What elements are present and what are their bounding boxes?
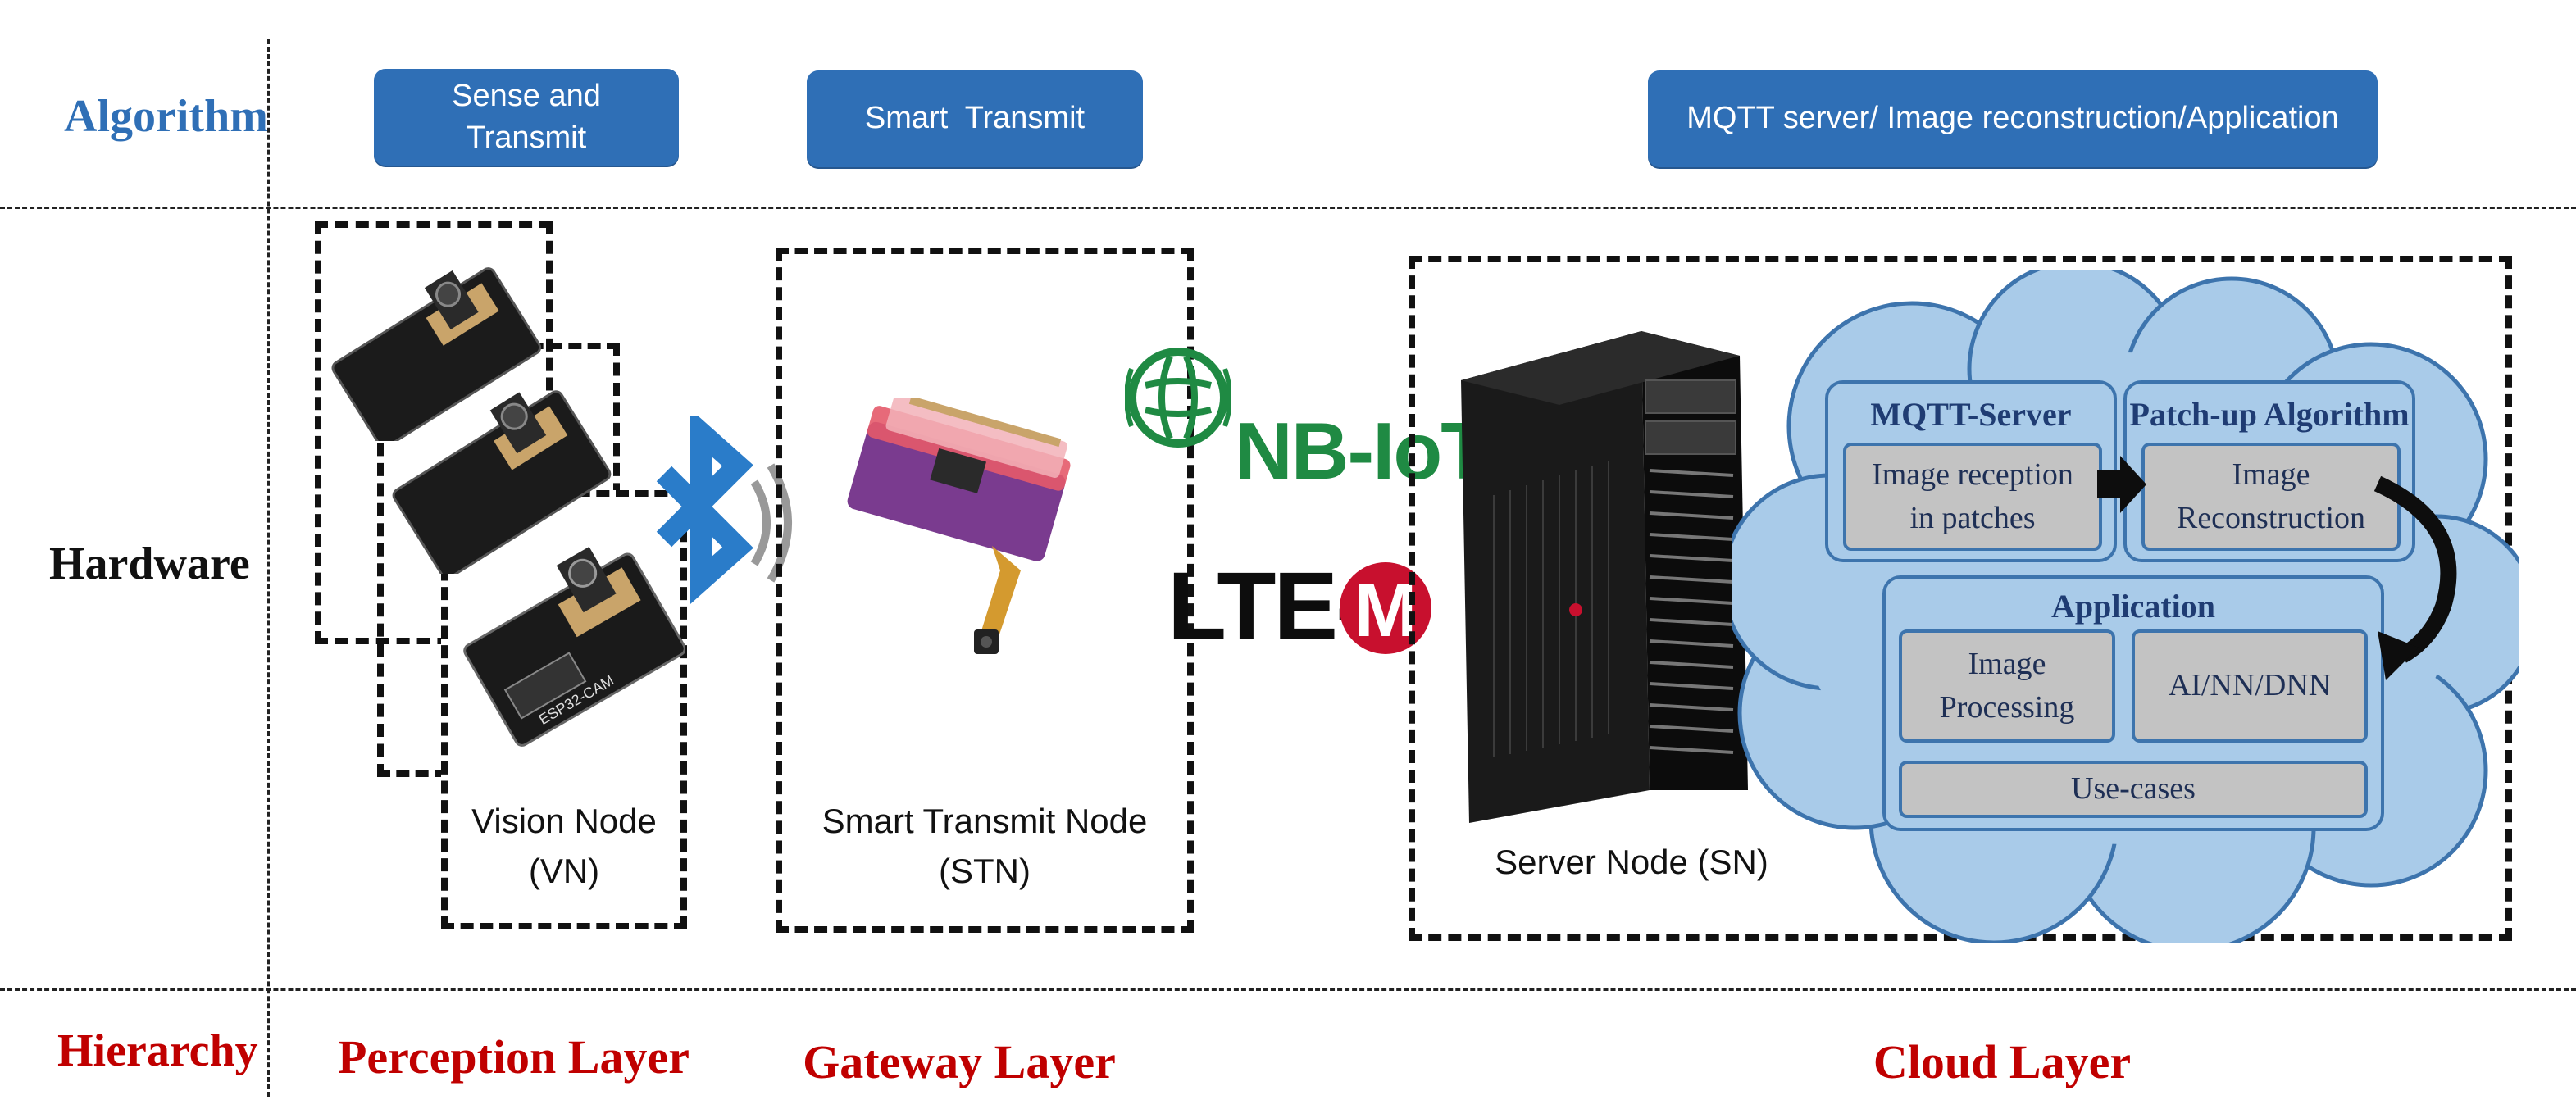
row-label-hardware: Hardware [49, 539, 250, 589]
arrow-right-icon [2097, 456, 2146, 513]
image-processing-box: Image Processing [1899, 629, 2115, 743]
ltem-m-letter: M [1354, 569, 1418, 652]
ai-nn-dnn-box: AI/NN/DNN [2132, 629, 2368, 743]
image-reconstruction-box: Image Reconstruction [2141, 443, 2401, 551]
server-node-caption: Server Node (SN) [1495, 843, 1768, 881]
row-divider-top [0, 207, 2576, 209]
esp32-board-middle [392, 390, 612, 574]
column-divider [267, 39, 270, 1097]
layer-label-perception: Perception Layer [338, 1030, 690, 1084]
algo-box-smart-label: Smart Transmit [864, 101, 1085, 136]
raspberry-pi-zero-icon [847, 398, 1071, 654]
vision-node-caption: Vision Node (VN) [471, 802, 657, 890]
ltem-logo-text: LTE- [1167, 552, 1368, 661]
nbiot-globe-icon [1125, 348, 1231, 448]
algo-box-smart-transmit: Smart Transmit [807, 70, 1143, 167]
algo-box-cloud-label: MQTT server/ Image reconstruction/Applic… [1686, 101, 2339, 136]
mqtt-server-title: MQTT-Server [1870, 396, 2072, 433]
layer-label-cloud: Cloud Layer [1873, 1035, 2132, 1088]
algo-box-cloud: MQTT server/ Image reconstruction/Applic… [1648, 70, 2378, 167]
row-label-algorithm: Algorithm [64, 91, 268, 142]
use-cases-box: Use-cases [1899, 761, 2368, 818]
nbiot-logo-text: NB-IoT [1235, 406, 1490, 496]
curved-arrow-icon [2373, 475, 2457, 680]
layer-label-gateway: Gateway Layer [803, 1035, 1116, 1088]
application-title: Application [2050, 588, 2216, 625]
esp32-board-back [331, 267, 542, 441]
row-divider-bottom [0, 988, 2576, 991]
algo-box-sense-transmit: Sense and Transmit [374, 69, 679, 166]
smart-transmit-node-caption: Smart Transmit Node (STN) [821, 802, 1148, 890]
algo-box-sense-label: Sense and Transmit [452, 78, 601, 155]
image-reception-box: Image reception in patches [1843, 443, 2102, 551]
mqtt-server-panel: MQTT-Server Image reception in patches [1825, 380, 2117, 562]
patch-up-title: Patch-up Algorithm [2129, 396, 2410, 433]
server-tower-icon [1461, 331, 1748, 823]
esp32-board-front: ESP32-CAM [463, 547, 685, 747]
smart-transmit-node-frame [776, 248, 1194, 933]
application-panel: Application Image Processing AI/NN/DNN U… [1882, 575, 2384, 831]
row-label-hierarchy: Hierarchy [57, 1025, 258, 1076]
